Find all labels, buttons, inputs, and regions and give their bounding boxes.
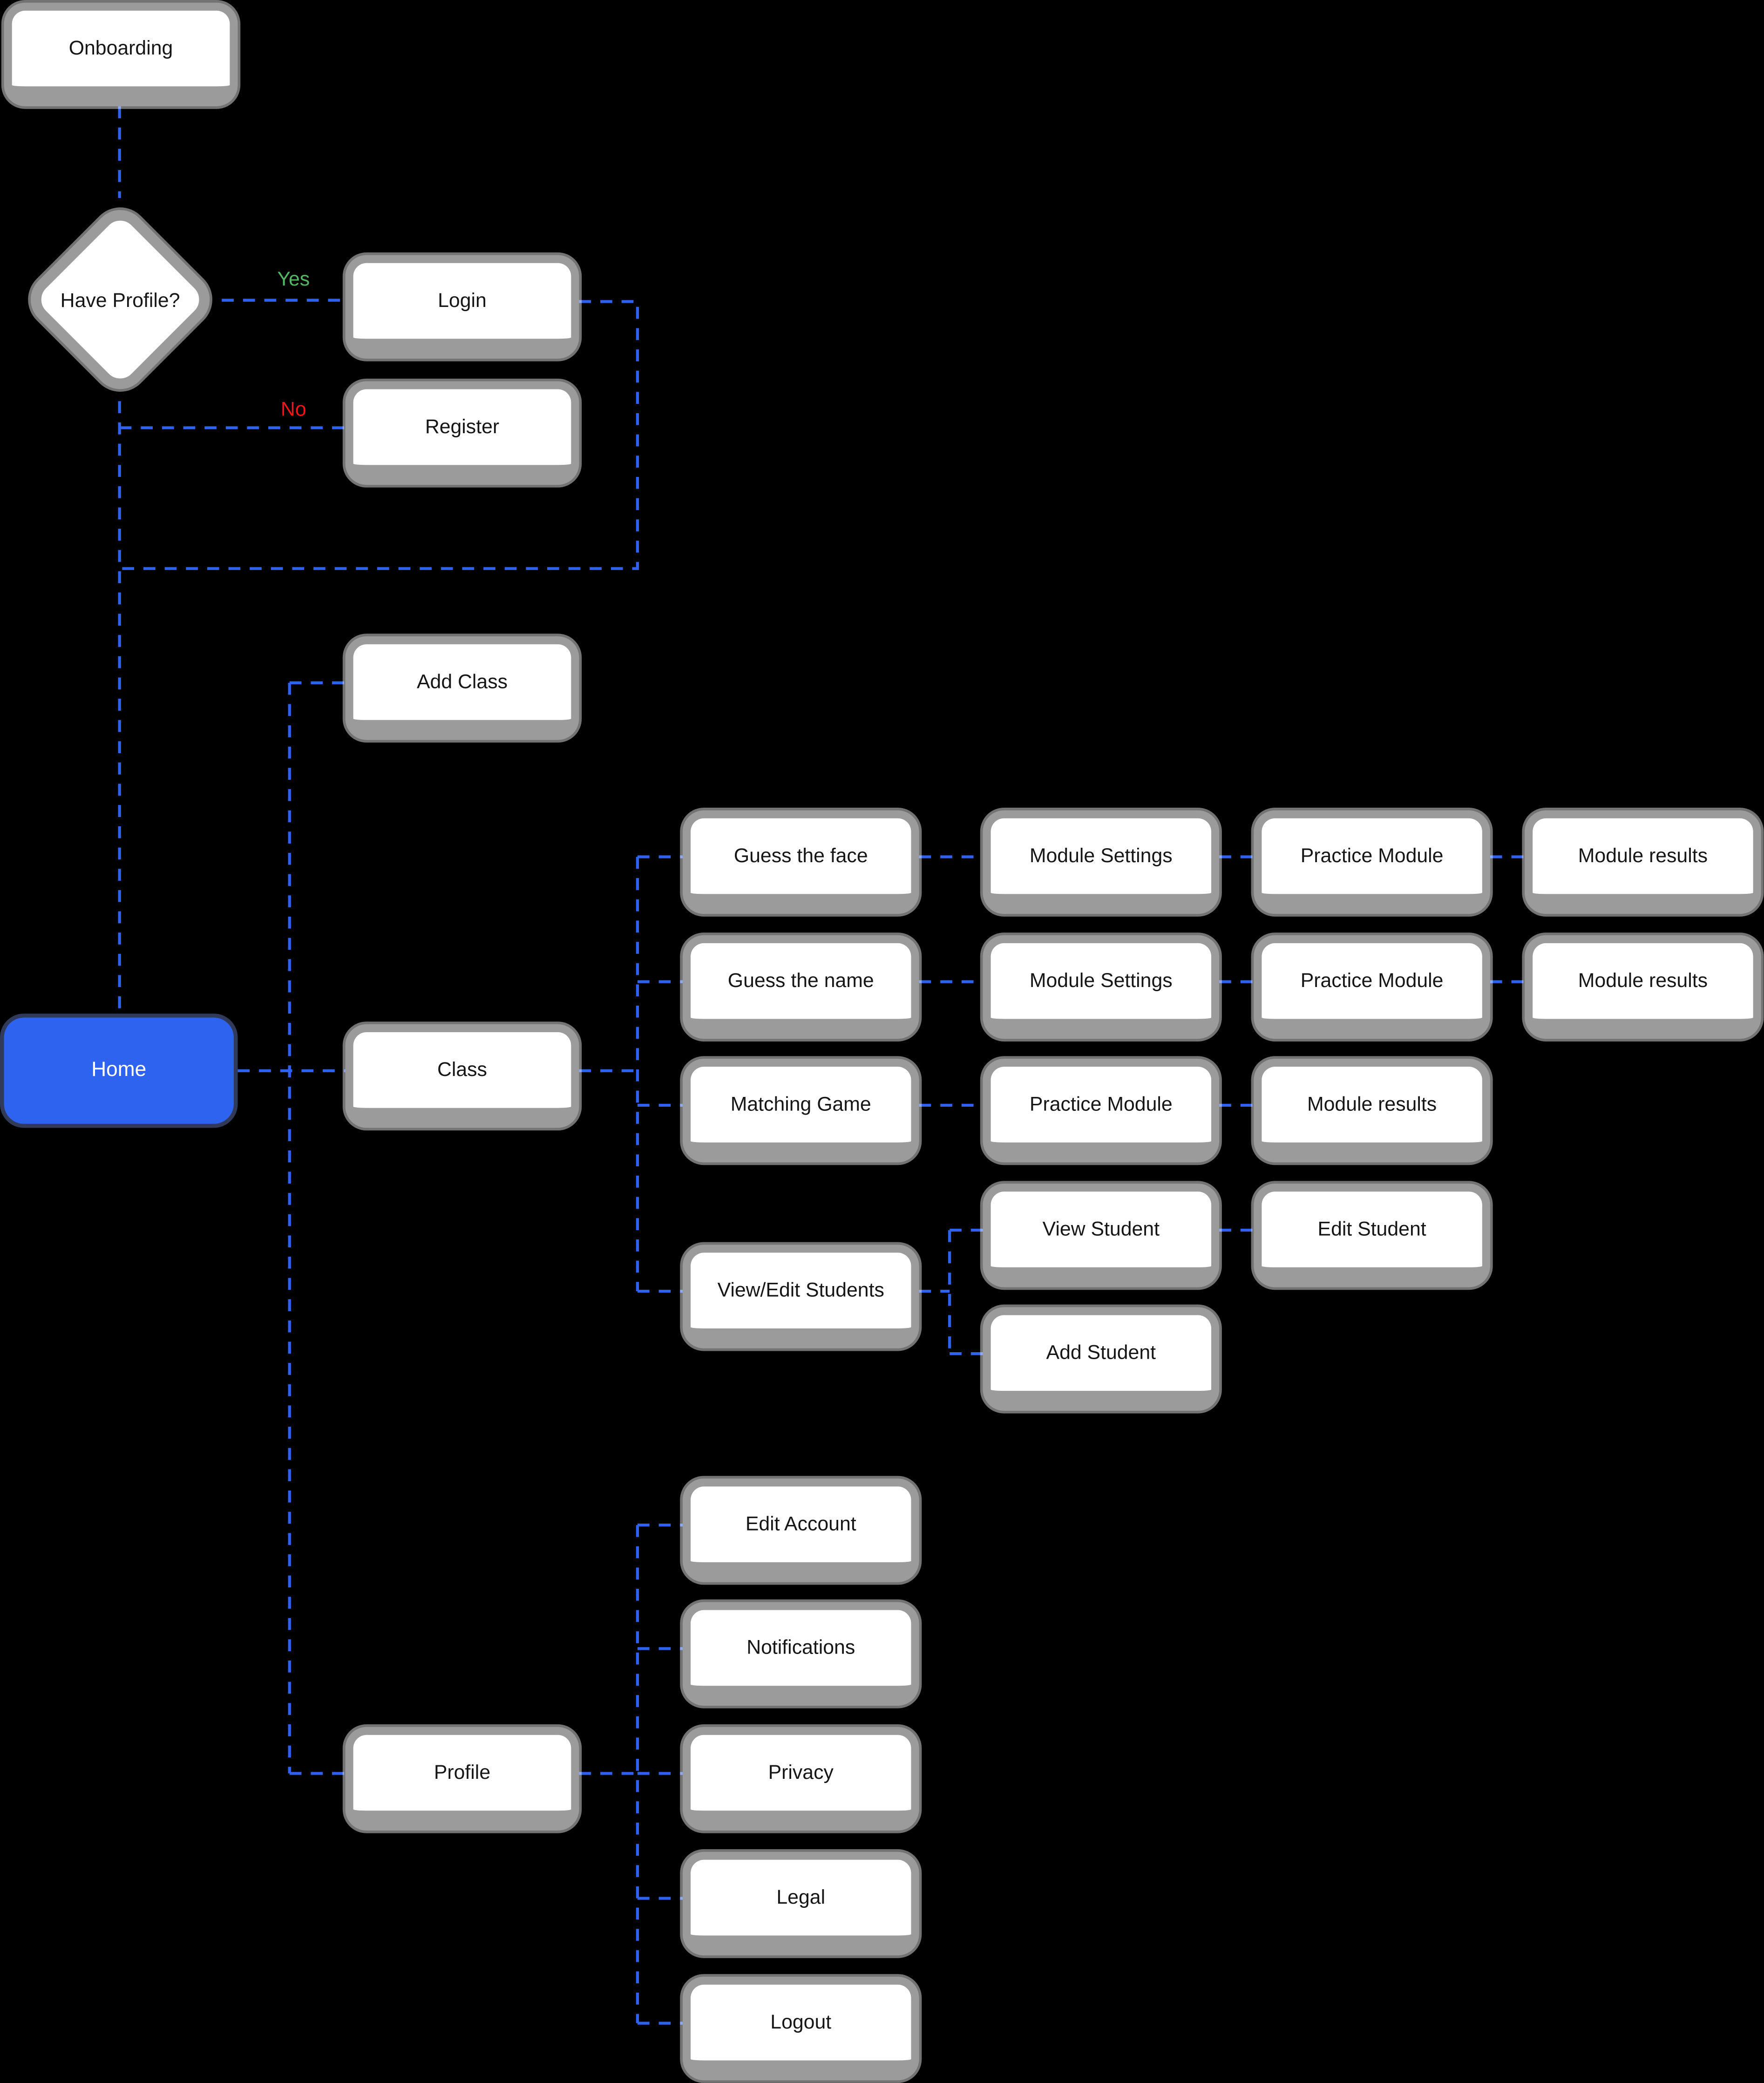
connector-profile-spine [579, 1523, 683, 2025]
node-label: Login [438, 289, 487, 313]
node-practice-module-1[interactable]: Practice Module [1254, 810, 1490, 914]
edge-label-no: No [280, 398, 306, 422]
node-profile[interactable]: Profile [345, 1727, 579, 1831]
node-label: Logout [770, 2011, 832, 2034]
node-privacy[interactable]: Privacy [682, 1727, 919, 1831]
node-notifications[interactable]: Notifications [682, 1602, 919, 1706]
node-login[interactable]: Login [345, 255, 579, 359]
node-legal[interactable]: Legal [682, 1852, 919, 1956]
node-label: Guess the face [733, 844, 868, 868]
node-register[interactable]: Register [345, 381, 579, 485]
node-logout[interactable]: Logout [682, 1976, 919, 2081]
node-label: Onboarding [68, 37, 173, 60]
node-class[interactable]: Class [345, 1024, 579, 1128]
connector-login-return [121, 300, 639, 570]
connector-home-trunk [288, 681, 346, 1775]
node-label: Class [437, 1059, 487, 1082]
node-home[interactable]: Home [4, 1017, 234, 1124]
node-module-settings-2[interactable]: Module Settings [983, 935, 1220, 1039]
node-label: Add Class [416, 671, 508, 694]
node-add-class[interactable]: Add Class [345, 636, 579, 740]
node-guess-the-face[interactable]: Guess the face [682, 810, 919, 914]
node-label: Edit Student [1317, 1218, 1426, 1241]
node-module-settings-1[interactable]: Module Settings [983, 810, 1220, 914]
edge-label-yes: Yes [277, 268, 310, 291]
connector-class-spine [579, 855, 683, 1293]
node-label: Add Student [1046, 1341, 1156, 1365]
decision-label: Have Profile? [60, 289, 180, 313]
node-practice-module-3[interactable]: Practice Module [983, 1059, 1220, 1163]
node-module-results-2[interactable]: Module results [1525, 935, 1761, 1039]
node-view-student[interactable]: View Student [983, 1184, 1220, 1287]
node-label: Notifications [746, 1636, 855, 1660]
node-edit-account[interactable]: Edit Account [682, 1478, 919, 1582]
node-label: View Student [1042, 1218, 1160, 1241]
node-label: Matching Game [730, 1093, 871, 1116]
node-label: Legal [776, 1886, 826, 1909]
node-label: Register [425, 415, 500, 439]
node-label: Edit Account [745, 1513, 856, 1536]
node-label: Module results [1578, 844, 1708, 868]
node-guess-the-name[interactable]: Guess the name [682, 935, 919, 1039]
node-module-results-3[interactable]: Module results [1254, 1059, 1490, 1163]
node-practice-module-2[interactable]: Practice Module [1254, 935, 1490, 1039]
connector-module-rows [919, 855, 1525, 1107]
node-view-edit-students[interactable]: View/Edit Students [682, 1245, 919, 1348]
node-label: Module results [1578, 969, 1708, 993]
node-module-results-1[interactable]: Module results [1525, 810, 1761, 914]
node-label: Profile [434, 1761, 491, 1784]
node-edit-student[interactable]: Edit Student [1254, 1184, 1490, 1287]
node-label: Home [91, 1059, 147, 1082]
node-label: Module results [1307, 1093, 1437, 1116]
node-label: View/Edit Students [717, 1279, 884, 1302]
node-label: Module Settings [1029, 844, 1173, 868]
node-label: Practice Module [1300, 969, 1444, 993]
node-label: Guess the name [727, 969, 874, 993]
node-matching-game[interactable]: Matching Game [682, 1059, 919, 1163]
node-label: Practice Module [1300, 844, 1444, 868]
node-onboarding[interactable]: Onboarding [4, 2, 238, 107]
node-label: Privacy [768, 1761, 834, 1784]
node-add-student[interactable]: Add Student [983, 1307, 1220, 1411]
node-label: Practice Module [1029, 1093, 1173, 1116]
node-label: Module Settings [1029, 969, 1173, 993]
